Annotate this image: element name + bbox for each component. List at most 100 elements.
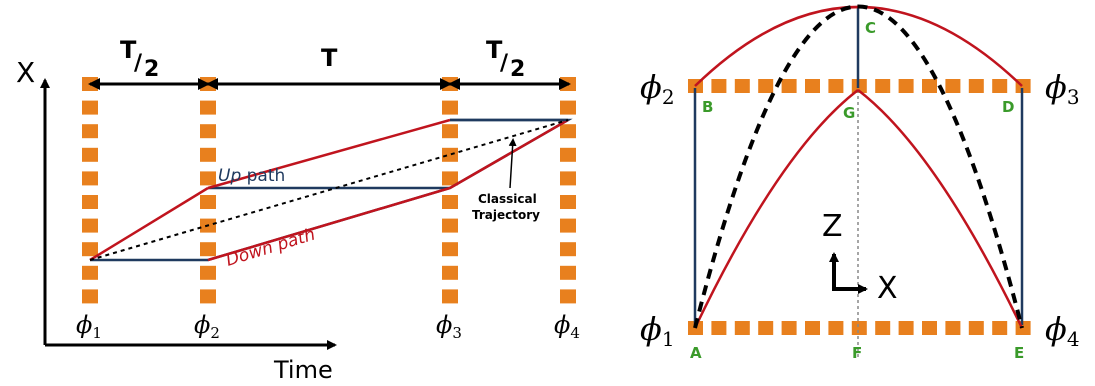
left-pulse-square [560, 242, 576, 257]
left-pulse-square [442, 147, 458, 162]
left-pulse-columns [82, 77, 576, 304]
right-pulse-square [781, 79, 797, 93]
interval-label-half-2-slash: / [500, 51, 509, 76]
left-pulse-square [560, 195, 576, 209]
classical-parabola [693, 4, 1024, 329]
up-path-label: Up path [218, 166, 285, 186]
left-pulse-square [560, 171, 576, 186]
point-label-d: D [1002, 98, 1014, 116]
left-pulse-square [560, 265, 576, 280]
point-label-g: G [843, 104, 855, 122]
right-pulse-square [875, 321, 891, 335]
right-pulse-square [734, 321, 750, 335]
interval-label-half-1: T [120, 36, 137, 64]
left-pulse-square [442, 218, 458, 233]
right-pulse-square [805, 321, 820, 335]
left-pulse-square [200, 147, 216, 162]
red-inner-left-arc [693, 89, 859, 329]
left-diagram: X Time T / 2 T T / 2 Up path Down path C… [16, 36, 580, 384]
left-pulse-square [82, 124, 98, 139]
right-phi-label-3: ϕ3 [1045, 68, 1080, 109]
right-pulse-square [734, 79, 750, 93]
left-pulse-square [200, 195, 216, 209]
right-pulse-square [945, 321, 961, 335]
point-label-c: C [865, 19, 876, 37]
interval-label-half-2-sub: 2 [510, 57, 525, 82]
right-phi-label-1: ϕ1 [640, 310, 675, 351]
point-label-b: B [702, 98, 713, 116]
left-pulse-square [82, 265, 98, 280]
red-inner-right-arc [857, 89, 1024, 329]
red-path-final [449, 118, 569, 190]
right-axis-z-label: Z [822, 209, 843, 244]
right-phi-label-2: ϕ2 [640, 68, 675, 109]
right-pulse-square [922, 321, 937, 335]
left-pulse-square [200, 124, 216, 139]
left-pulse-square [200, 171, 216, 186]
right-pulse-square [711, 321, 727, 335]
left-pulse-square [442, 100, 458, 115]
left-pulse-square [82, 147, 98, 162]
left-pulse-square [82, 171, 98, 186]
right-pulse-rows [688, 79, 1031, 335]
left-pulse-square [442, 265, 458, 280]
classical-pointer-arrow [508, 138, 517, 189]
interval-label-half-1-slash: / [134, 51, 143, 76]
right-phi-label-4: ϕ4 [1045, 310, 1080, 351]
left-pulse-square [560, 100, 576, 115]
left-pulse-square [82, 242, 98, 257]
down-path-label: Down path [224, 225, 318, 271]
classical-label-line1: Classical [478, 192, 537, 206]
point-label-a: A [690, 344, 702, 362]
left-pulse-square [82, 195, 98, 209]
point-label-f: F [852, 344, 862, 362]
interval-label-half-1-sub: 2 [144, 57, 159, 82]
right-pulse-square [898, 79, 914, 93]
left-pulse-square [560, 124, 576, 139]
red-path-cross [207, 118, 451, 190]
left-pulse-square [442, 171, 458, 186]
right-axis-x-label: X [877, 271, 898, 306]
right-pulse-square [992, 321, 1008, 335]
left-axis-x-label: X [16, 56, 35, 89]
right-pulse-square [945, 79, 961, 93]
right-pulse-square [758, 321, 774, 335]
right-pulse-square [711, 79, 727, 93]
right-pulse-square [992, 79, 1008, 93]
left-pulse-square [442, 242, 458, 257]
right-pulse-square [968, 321, 984, 335]
right-pulse-square [851, 79, 867, 93]
classical-label-line2: Trajectory [472, 208, 540, 222]
left-pulse-square [560, 289, 576, 304]
right-pulse-square [805, 79, 820, 93]
left-pulse-square [82, 100, 98, 115]
left-pulse-square [200, 265, 216, 280]
red-path-down-cross [207, 186, 451, 262]
classical-trajectory [89, 119, 569, 261]
left-axis-time-label: Time [273, 356, 333, 384]
right-pulse-square [875, 79, 891, 93]
right-pulse-square [828, 321, 844, 335]
left-pulse-square [560, 147, 576, 162]
left-pulse-square [442, 289, 458, 304]
right-pulse-square [922, 79, 937, 93]
left-pulse-square [442, 124, 458, 139]
left-pulse-square [200, 100, 216, 115]
right-pulse-square [781, 321, 797, 335]
left-pulse-square [560, 218, 576, 233]
red-path-up-diagonal [89, 186, 209, 262]
left-pulse-square [82, 289, 98, 304]
right-pulse-square [758, 79, 774, 93]
left-pulse-square [200, 289, 216, 304]
right-pulse-square [968, 79, 984, 93]
right-pulse-square [898, 321, 914, 335]
left-phi-label-1: ϕ1 [76, 311, 102, 342]
left-phi-label-2: ϕ2 [194, 311, 220, 342]
interval-label-full: T [321, 44, 338, 72]
left-phi-label-3: ϕ3 [436, 311, 462, 342]
left-pulse-square [200, 242, 216, 257]
interval-label-half-2: T [486, 36, 503, 64]
left-phi-label-4: ϕ4 [554, 311, 580, 342]
